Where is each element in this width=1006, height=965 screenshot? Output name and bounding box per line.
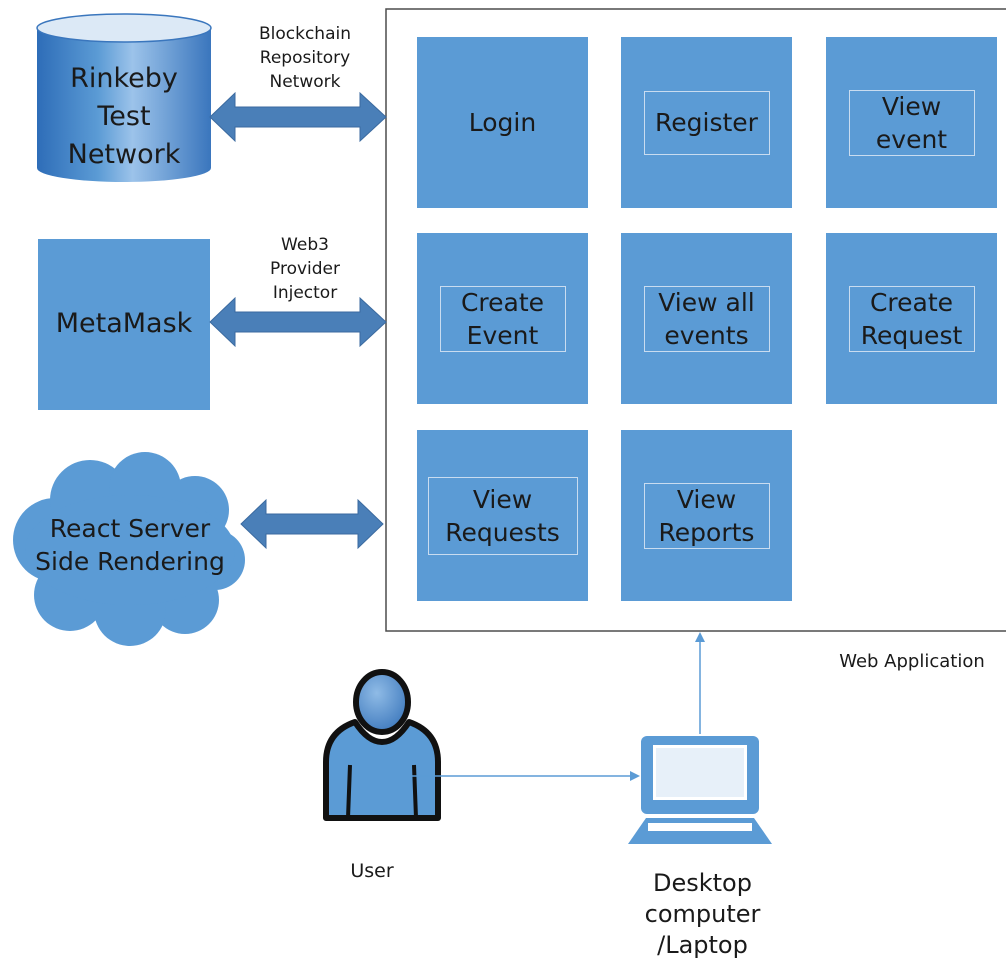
view-all-events-label: View all events (643, 285, 770, 352)
view-reports-label: View Reports (643, 482, 770, 549)
view-event-tile: View event (826, 37, 997, 208)
login-tile: Login (417, 37, 588, 208)
view-event-label: View event (848, 89, 975, 156)
user-label: User (350, 860, 394, 882)
login-label: Login (468, 108, 537, 137)
view-reports-tile: View Reports (621, 430, 792, 601)
view-requests-tile: View Requests (417, 430, 588, 601)
view-all-events-tile: View all events (621, 233, 792, 404)
react-ssr-cloud-icon (13, 452, 245, 646)
rinkeby-label: Rinkeby Test Network (67, 63, 181, 170)
create-event-tile: Create Event (417, 233, 588, 404)
double-arrow-react (240, 498, 384, 550)
register-label: Register (643, 90, 770, 155)
create-request-label: Create Request (848, 285, 975, 352)
blockchain-connection-label: Blockchain Repository Network (258, 24, 351, 92)
double-arrow-blockchain (209, 91, 387, 143)
rinkeby-database-icon (36, 13, 212, 182)
double-arrow-web3 (209, 296, 387, 348)
create-request-tile: Create Request (826, 233, 997, 404)
device-label: Desktop computer /Laptop (644, 869, 761, 959)
web3-connection-label: Web3 Provider Injector (270, 235, 340, 303)
metamask-label: MetaMask (55, 308, 193, 339)
register-tile: Register (621, 37, 792, 208)
metamask-box (38, 239, 210, 410)
view-requests-label: View Requests (427, 476, 578, 555)
create-event-label: Create Event (439, 285, 566, 352)
user-icon (323, 669, 441, 821)
laptop-icon (628, 736, 772, 844)
web-application-label: Web Application (839, 651, 985, 672)
react-ssr-label: React Server Side Rendering (35, 514, 225, 576)
